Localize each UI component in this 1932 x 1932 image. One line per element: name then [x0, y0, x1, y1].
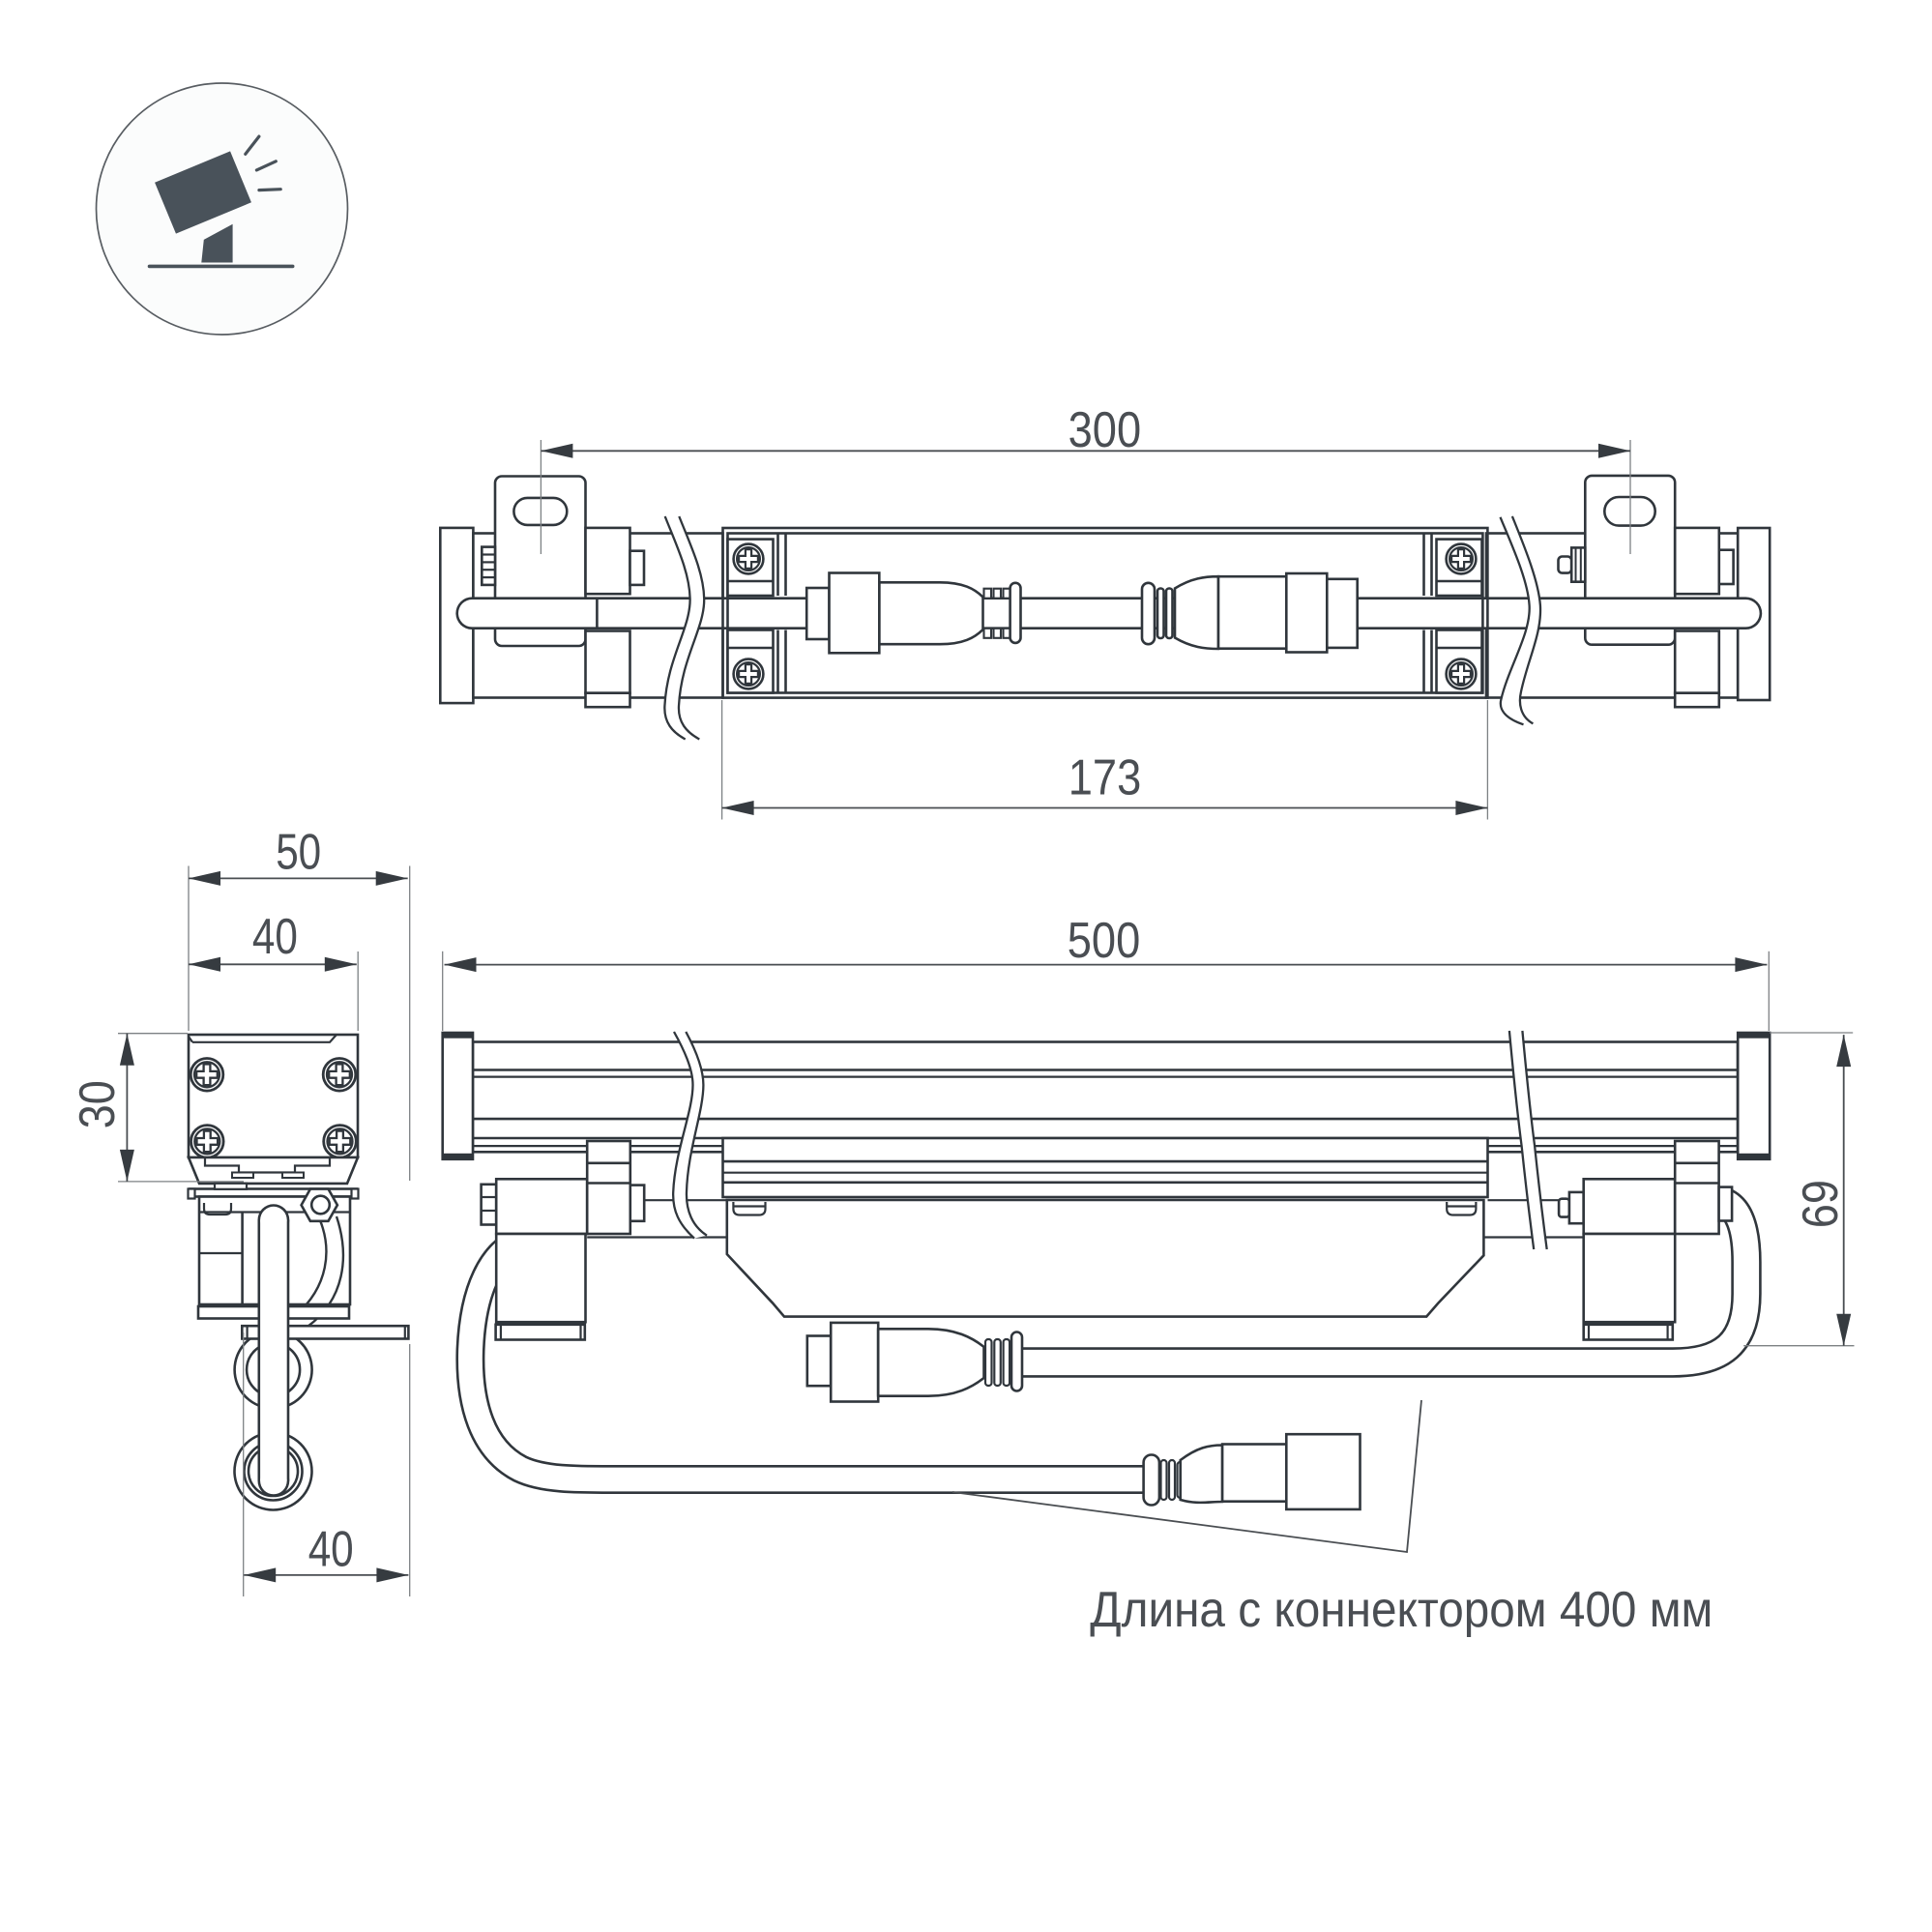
svg-text:300: 300	[1068, 401, 1142, 457]
svg-text:30: 30	[69, 1080, 125, 1128]
svg-text:50: 50	[276, 824, 321, 880]
svg-text:500: 500	[1068, 912, 1141, 968]
svg-text:40: 40	[252, 908, 298, 964]
svg-text:40: 40	[308, 1521, 354, 1577]
svg-text:69: 69	[1792, 1180, 1848, 1228]
svg-text:Длина с коннектором 400 мм: Длина с коннектором 400 мм	[1090, 1581, 1712, 1637]
svg-text:173: 173	[1068, 749, 1142, 805]
